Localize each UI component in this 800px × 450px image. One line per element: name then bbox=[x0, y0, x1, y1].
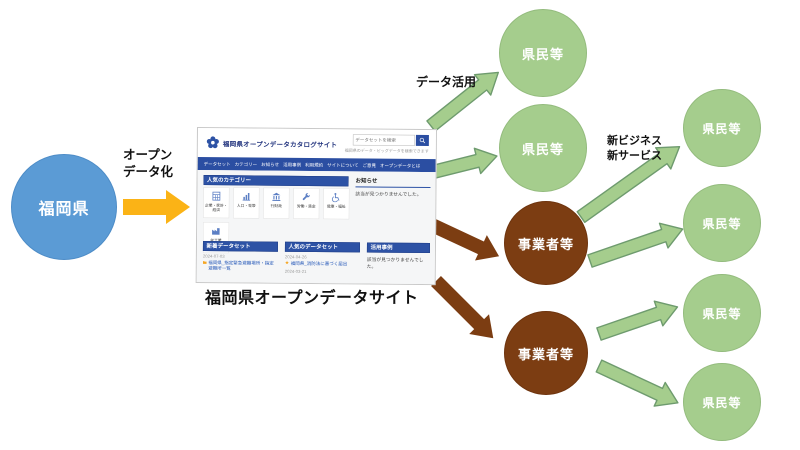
site-header: 福岡県オープンデータカタログサイト 福岡県のデータ・ビッグデータを検索できます bbox=[197, 128, 436, 160]
star-icon: ★ bbox=[284, 260, 290, 266]
new-business-label: 新ビジネス 新サービス bbox=[607, 134, 662, 165]
plum-blossom-logo-icon bbox=[206, 136, 219, 149]
node-citizens-6-label: 県民等 bbox=[702, 395, 742, 410]
node-business-2: 事業者等 bbox=[504, 311, 588, 395]
popular-datasets-header: 人気のデータセット bbox=[284, 241, 360, 253]
new-service-arrow-3 bbox=[596, 300, 679, 341]
government-icon bbox=[272, 192, 281, 201]
node-citizens-4: 県民等 bbox=[683, 184, 761, 262]
open-data-label-line1: オープン bbox=[123, 148, 173, 162]
new-business-label-line2: 新サービス bbox=[607, 150, 662, 163]
website-screenshot: 福岡県オープンデータカタログサイト 福岡県のデータ・ビッグデータを検索できます … bbox=[195, 127, 437, 286]
node-citizens-4-label: 県民等 bbox=[702, 216, 742, 231]
category-tile-economy[interactable]: 企業・家計・経済 bbox=[203, 187, 230, 219]
popular-dataset-date-2: 2024-03-21 bbox=[284, 268, 307, 275]
data-use-arrow-1 bbox=[426, 71, 500, 132]
wrench-icon bbox=[302, 193, 310, 201]
node-citizens-1-label: 県民等 bbox=[521, 46, 564, 62]
popular-datasets-section: 人気のデータセット 2024-04-26 ★ 福岡県_消防法に基づく届出 202… bbox=[284, 241, 360, 276]
nav-item-feedback[interactable]: ご意見 bbox=[362, 162, 377, 168]
notice-header: お知らせ bbox=[355, 177, 378, 185]
category-tile-finance[interactable]: 行財政 bbox=[263, 187, 290, 219]
node-citizens-5-label: 県民等 bbox=[702, 306, 742, 321]
category-tile-health[interactable]: 健康・福祉 bbox=[323, 188, 350, 220]
use-cases-section: 活用事例 該当が見つかりませんでした。 bbox=[367, 242, 430, 270]
new-service-arrow-4 bbox=[595, 359, 679, 407]
use-cases-header: 活用事例 bbox=[366, 242, 430, 254]
notice-divider bbox=[355, 186, 431, 189]
calculator-icon bbox=[212, 191, 221, 201]
bar-chart-icon bbox=[242, 192, 251, 201]
popular-dataset-date: 2024-04-26 bbox=[284, 254, 307, 260]
node-citizens-1: 県民等 bbox=[499, 9, 587, 97]
wheelchair-icon bbox=[331, 192, 340, 203]
nav-item-news[interactable]: お知らせ bbox=[261, 161, 280, 167]
site-title: 福岡県オープンデータカタログサイト bbox=[222, 140, 338, 149]
new-business-label-line1: 新ビジネス bbox=[607, 135, 662, 147]
dataset-columns: 新着データセット 2024-07-03 福岡県_指定緊急避難場所・指定避難所一覧… bbox=[197, 241, 435, 274]
node-prefecture-label: 福岡県 bbox=[38, 201, 90, 218]
notice-section: お知らせ 該当が見つかりませんでした。 bbox=[355, 176, 431, 198]
popular-categories-header: 人気のカテゴリー bbox=[203, 175, 349, 187]
node-business-1: 事業者等 bbox=[504, 201, 588, 285]
node-citizens-5: 県民等 bbox=[683, 274, 761, 352]
search-button[interactable] bbox=[415, 134, 429, 147]
open-data-label-line2: データ化 bbox=[123, 164, 174, 179]
nav-item-categories[interactable]: カテゴリー bbox=[234, 161, 258, 167]
nav-item-use-cases[interactable]: 活用事例 bbox=[283, 162, 302, 168]
notice-empty-message: 該当が見つかりませんでした。 bbox=[355, 191, 422, 198]
nav-item-datasets[interactable]: データセット bbox=[203, 161, 231, 167]
business-arrow-1 bbox=[429, 218, 500, 261]
node-business-1-label: 事業者等 bbox=[517, 236, 574, 252]
nav-item-terms[interactable]: 利用規約 bbox=[305, 162, 324, 168]
data-use-arrow-2 bbox=[426, 147, 498, 181]
magnifier-icon bbox=[419, 137, 426, 144]
factory-icon bbox=[212, 228, 220, 235]
open-data-label: オープン データ化 bbox=[123, 147, 173, 181]
node-citizens-2: 県民等 bbox=[499, 104, 587, 192]
popular-dataset-link[interactable]: 福岡県_消防法に基づく届出 bbox=[290, 260, 348, 267]
category-tile-population[interactable]: 人口・世帯 bbox=[233, 187, 260, 219]
node-business-2-label: 事業者等 bbox=[517, 346, 574, 362]
folder-icon bbox=[203, 261, 207, 264]
nav-item-opendata[interactable]: オープンデータとは bbox=[379, 162, 421, 169]
category-tiles: 企業・家計・経済 人口・世帯 bbox=[202, 187, 354, 254]
category-tile-industry[interactable]: 鉱工業 bbox=[202, 222, 230, 254]
node-citizens-6: 県民等 bbox=[683, 363, 761, 441]
site-body: 人気のカテゴリー お知らせ 該当が見つかりませんでした。 bbox=[196, 170, 436, 286]
node-citizens-3: 県民等 bbox=[683, 89, 761, 167]
search-hint-text: 福岡県のデータ・ビッグデータを検索できます bbox=[344, 148, 429, 154]
site-caption: 福岡県オープンデータサイト bbox=[205, 290, 419, 307]
use-cases-empty-message: 該当が見つかりませんでした。 bbox=[366, 256, 424, 270]
category-tile-labor[interactable]: 労働・賃金 bbox=[293, 187, 320, 220]
node-citizens-3-label: 県民等 bbox=[702, 121, 742, 136]
node-citizens-2-label: 県民等 bbox=[521, 141, 564, 157]
new-dataset-link[interactable]: 福岡県_指定緊急避難場所・指定避難所一覧 bbox=[208, 260, 274, 271]
business-arrow-2 bbox=[431, 276, 494, 339]
new-datasets-header: 新着データセット bbox=[202, 241, 279, 252]
new-dataset-date: 2024-07-03 bbox=[202, 253, 225, 259]
new-service-arrow-2 bbox=[587, 222, 684, 268]
nav-item-about[interactable]: サイトについて bbox=[327, 162, 359, 168]
node-prefecture: 福岡県 bbox=[11, 154, 117, 260]
open-data-arrow bbox=[123, 190, 190, 224]
new-datasets-section: 新着データセット 2024-07-03 福岡県_指定緊急避難場所・指定避難所一覧 bbox=[202, 241, 279, 272]
new-service-arrow-1 bbox=[576, 146, 681, 223]
dataset-search-input[interactable] bbox=[352, 134, 415, 146]
data-use-label: データ活用 bbox=[416, 75, 477, 89]
